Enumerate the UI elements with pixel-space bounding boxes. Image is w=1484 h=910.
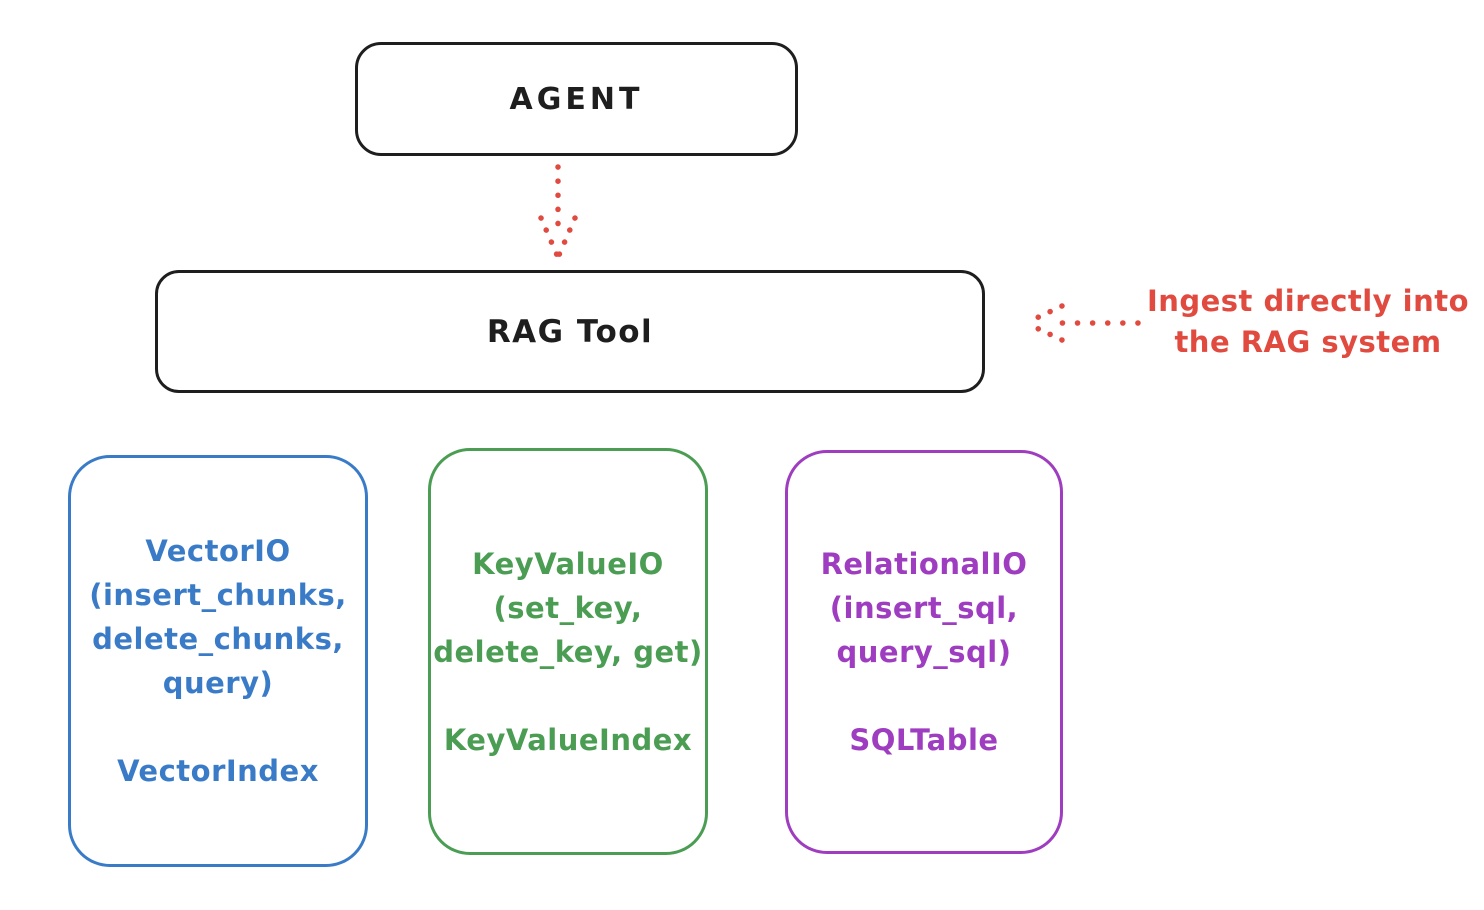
vector-io-node: VectorIO (insert_chunks, delete_chunks, … — [68, 455, 368, 867]
ingest-arrow-icon — [1025, 303, 1141, 343]
ingest-annotation: Ingest directly into the RAG system — [1146, 284, 1470, 359]
relational-io-node: RelationalIO (insert_sql, query_sql) SQL… — [785, 450, 1063, 854]
agent-to-ragtool-arrow-icon — [538, 164, 578, 258]
relational-io-label: RelationalIO (insert_sql, query_sql) — [820, 547, 1028, 669]
agent-node-label: AGENT — [509, 81, 644, 117]
sql-table-label: SQLTable — [849, 723, 999, 757]
vector-io-label: VectorIO (insert_chunks, delete_chunks, … — [89, 534, 347, 700]
rag-tool-node-label: RAG Tool — [486, 313, 654, 350]
keyvalue-io-node: KeyValueIO (set_key, delete_key, get) Ke… — [428, 448, 708, 855]
rag-tool-node: RAG Tool — [155, 270, 985, 393]
keyvalue-io-label: KeyValueIO (set_key, delete_key, get) — [433, 546, 703, 669]
agent-node: AGENT — [355, 42, 798, 156]
vector-index-label: VectorIndex — [117, 754, 319, 788]
keyvalue-index-label: KeyValueIndex — [443, 722, 693, 757]
